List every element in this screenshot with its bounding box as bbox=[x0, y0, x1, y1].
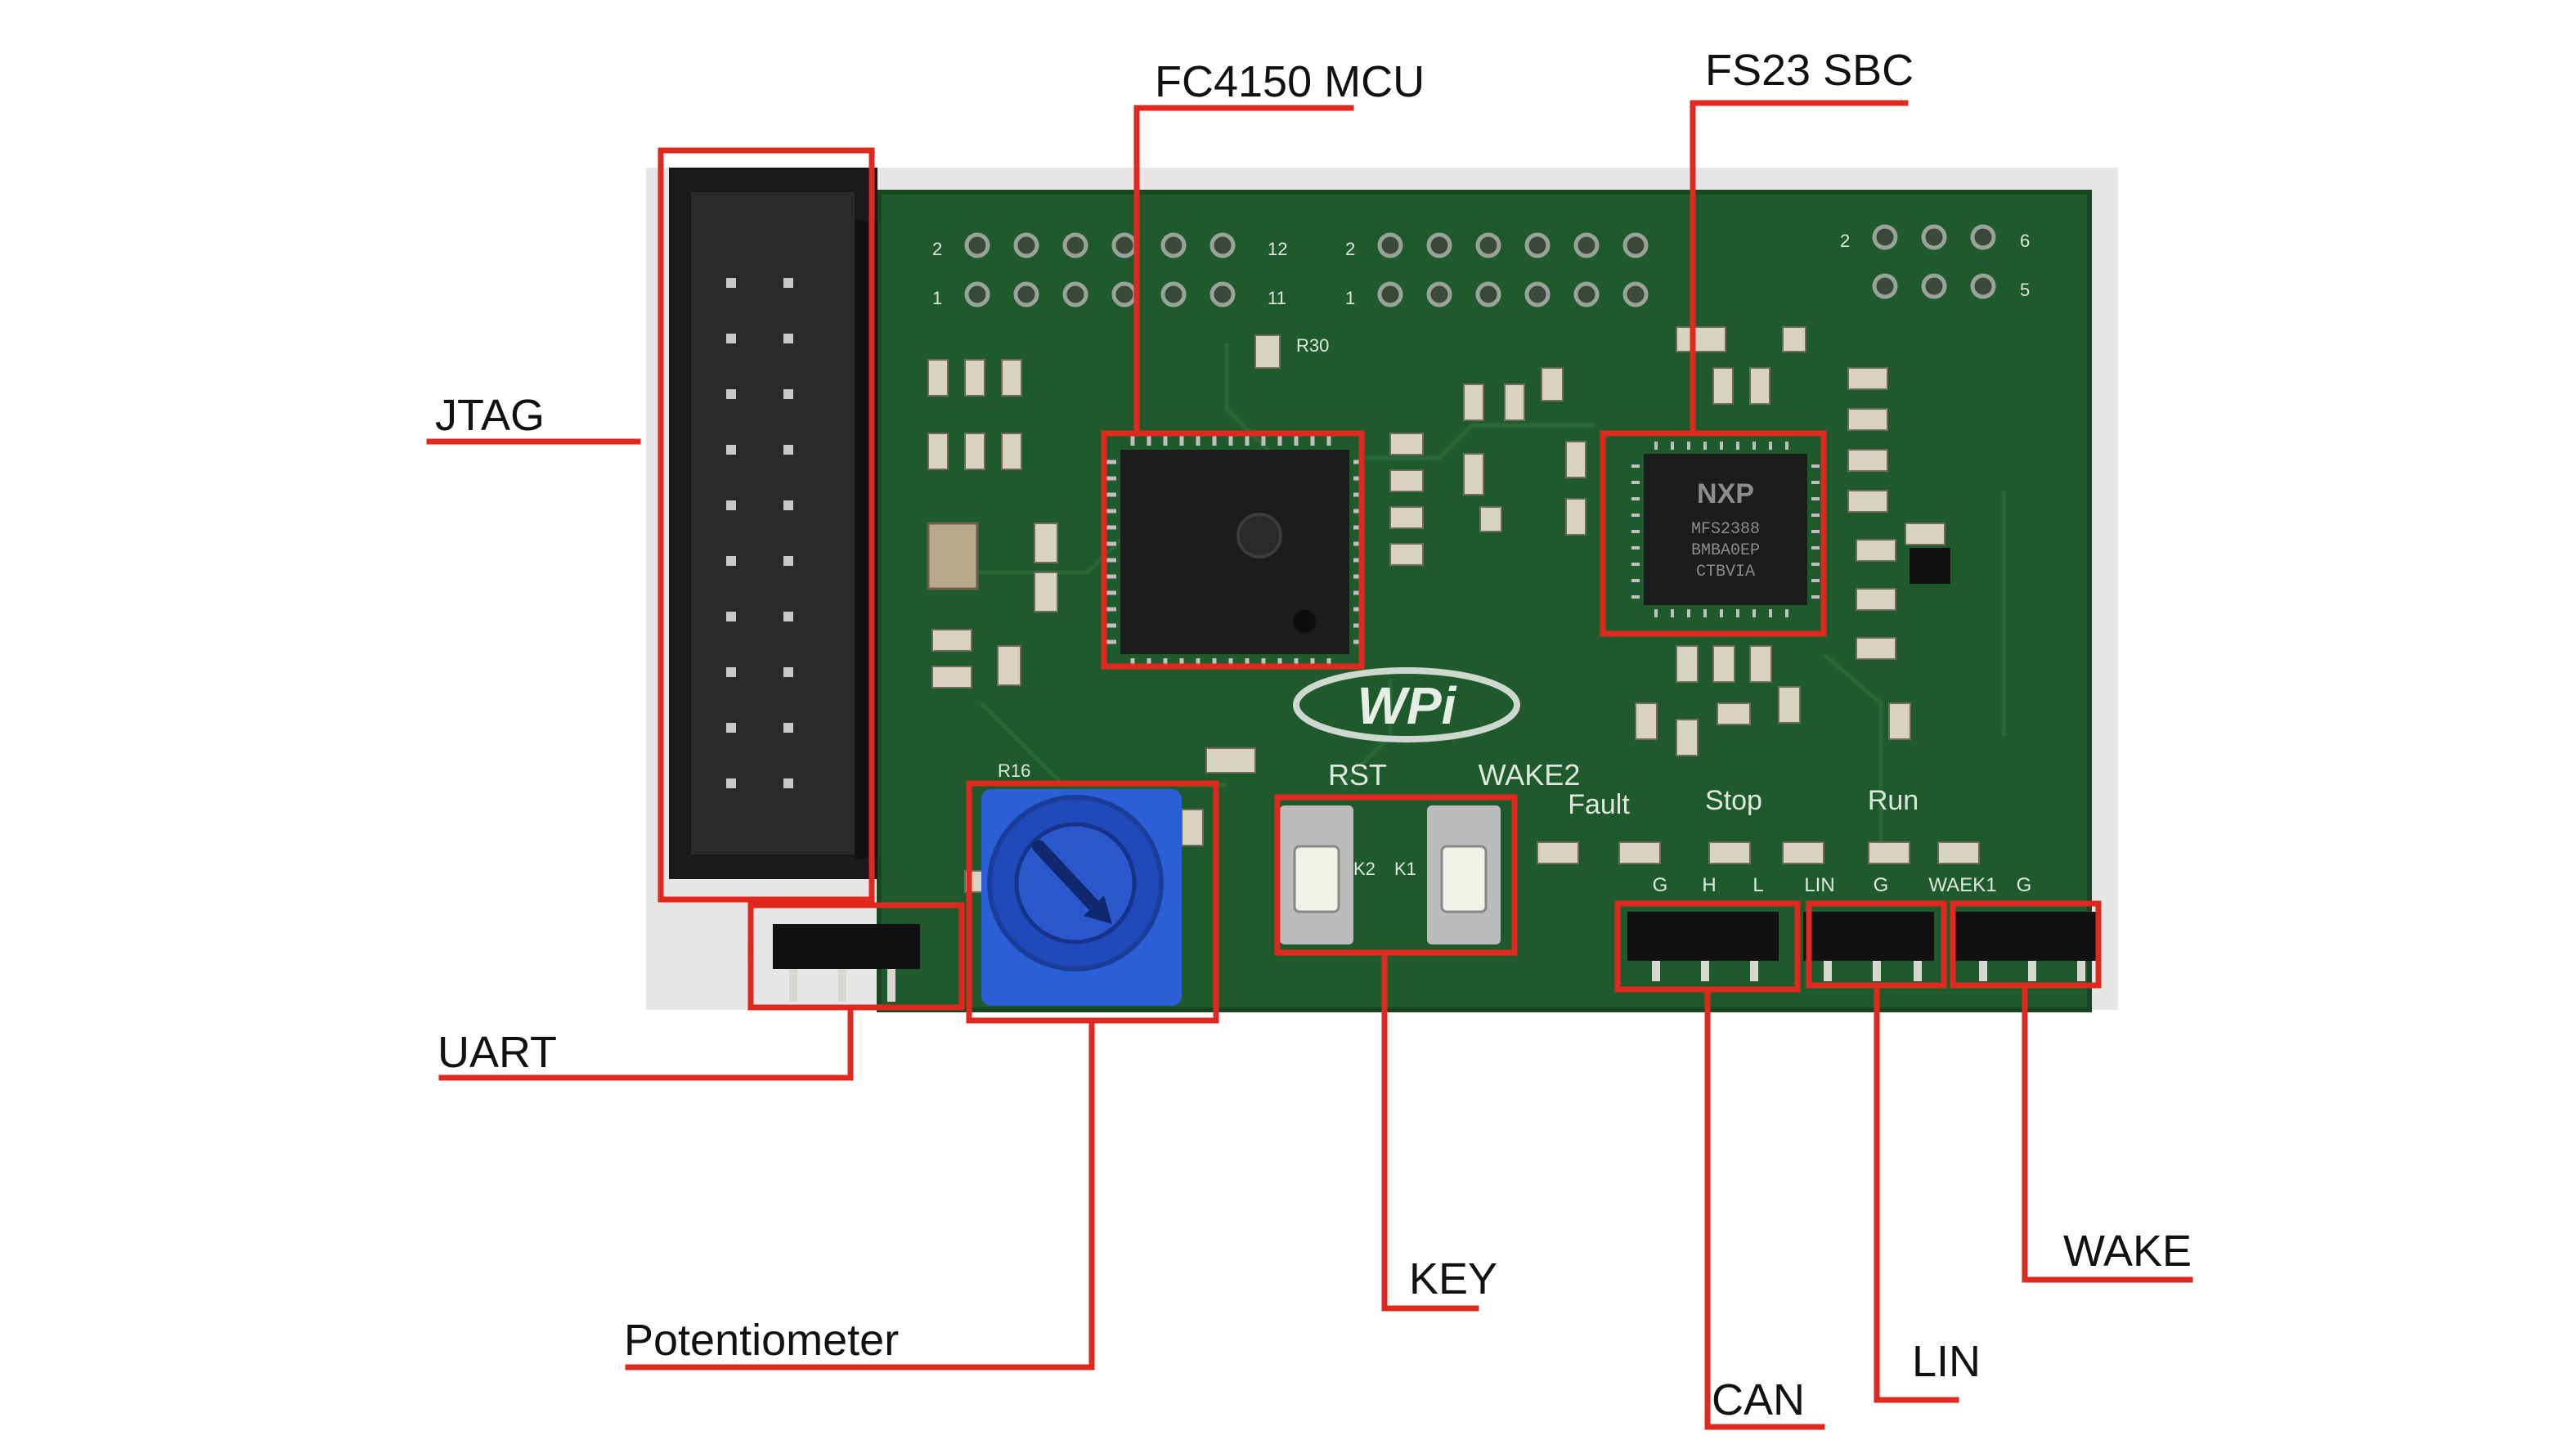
top-header-right bbox=[1872, 224, 1996, 299]
potentiometer-component bbox=[981, 789, 1182, 1006]
wake-leader-line bbox=[2022, 982, 2193, 1283]
sbc-chip: NXP MFS2388 BMBA0EP CTBVIA bbox=[1631, 442, 1820, 617]
silk-pin-1b: 1 bbox=[1345, 288, 1355, 308]
sbc-label: FS23 SBC bbox=[1705, 46, 1914, 95]
can-leader-line bbox=[1704, 986, 1825, 1430]
lin-leader-line bbox=[1874, 982, 1959, 1403]
uart-leader-line bbox=[438, 1004, 854, 1081]
jtag-label: JTAG bbox=[435, 391, 545, 440]
silk-pin-6: 6 bbox=[2020, 231, 2030, 251]
silk-tbg: TBG bbox=[732, 937, 775, 962]
sbc-highlight-box bbox=[1600, 430, 1827, 637]
silk-pin-5: 5 bbox=[2020, 280, 2030, 300]
silk-can-h: H bbox=[1702, 874, 1716, 896]
silk-pin-1a: 1 bbox=[932, 288, 942, 308]
sbc-part-number: MFS2388 bbox=[1691, 520, 1760, 539]
silk-wake2: WAKE2 bbox=[1479, 758, 1581, 792]
wpi-logo-text: WPi bbox=[1358, 676, 1457, 735]
silk-k2: K2 bbox=[1353, 859, 1376, 879]
passive-components bbox=[927, 326, 1980, 893]
mcu-chip bbox=[1106, 436, 1363, 668]
can-label: CAN bbox=[1712, 1375, 1805, 1424]
potentiometer-label: Potentiometer bbox=[624, 1316, 899, 1365]
silk-waek1: WAEK1 bbox=[1928, 874, 1996, 896]
key-highlight-box bbox=[1274, 794, 1518, 956]
jtag-highlight-box bbox=[657, 147, 875, 903]
potentiometer-leader-line bbox=[625, 1017, 1095, 1370]
mcu-leader-line bbox=[1133, 105, 1354, 437]
sbc-brand: NXP bbox=[1697, 478, 1754, 509]
lin-header bbox=[1803, 912, 1934, 981]
silk-r16: R16 bbox=[998, 760, 1030, 781]
silk-wake-g: G bbox=[2017, 874, 2032, 896]
silk-pin-11a: 11 bbox=[1268, 288, 1286, 308]
silk-r30: R30 bbox=[1296, 335, 1329, 356]
key-leader-line bbox=[1381, 949, 1479, 1312]
uart-highlight-box bbox=[747, 902, 965, 1011]
silk-can-g: G bbox=[1653, 874, 1668, 896]
lin-label: LIN bbox=[1912, 1337, 1981, 1386]
silk-lin-g: G bbox=[1874, 874, 1889, 896]
top-header-left bbox=[964, 232, 1236, 307]
uart-label: UART bbox=[438, 1028, 557, 1077]
top-header-middle bbox=[1377, 232, 1649, 307]
silk-pin-2a: 2 bbox=[932, 239, 942, 259]
key-buttons bbox=[1280, 805, 1501, 944]
silk-run: Run bbox=[1868, 785, 1919, 816]
key-label: KEY bbox=[1409, 1254, 1497, 1303]
silk-can-l: L bbox=[1752, 874, 1763, 896]
sbc-part-lot: CTBVIA bbox=[1696, 563, 1755, 581]
silk-rst: RST bbox=[1328, 758, 1387, 792]
silk-pin-2b: 2 bbox=[1345, 239, 1355, 259]
mcu-highlight-box bbox=[1101, 430, 1365, 670]
silk-k1: K1 bbox=[1394, 859, 1416, 879]
pcb-board: 2 12 1 11 2 1 2 6 5 bbox=[646, 168, 2118, 1012]
mcu-label: FC4150 MCU bbox=[1155, 57, 1425, 106]
sbc-leader-line bbox=[1690, 100, 1909, 437]
jtag-connector bbox=[669, 168, 877, 879]
sbc-part-code: BMBA0EP bbox=[1691, 541, 1760, 560]
silk-stop: Stop bbox=[1705, 785, 1762, 816]
silk-pin-2c: 2 bbox=[1840, 231, 1850, 251]
silk-lin: LIN bbox=[1804, 874, 1834, 896]
uart-header bbox=[773, 924, 920, 1002]
wpi-logo: WPi bbox=[1293, 667, 1520, 742]
silk-fault: Fault bbox=[1568, 789, 1630, 820]
wake-label: WAKE bbox=[2063, 1227, 2192, 1276]
silk-pin-12a: 12 bbox=[1268, 239, 1287, 259]
wake-header bbox=[1954, 912, 2098, 981]
can-header bbox=[1627, 912, 1779, 981]
